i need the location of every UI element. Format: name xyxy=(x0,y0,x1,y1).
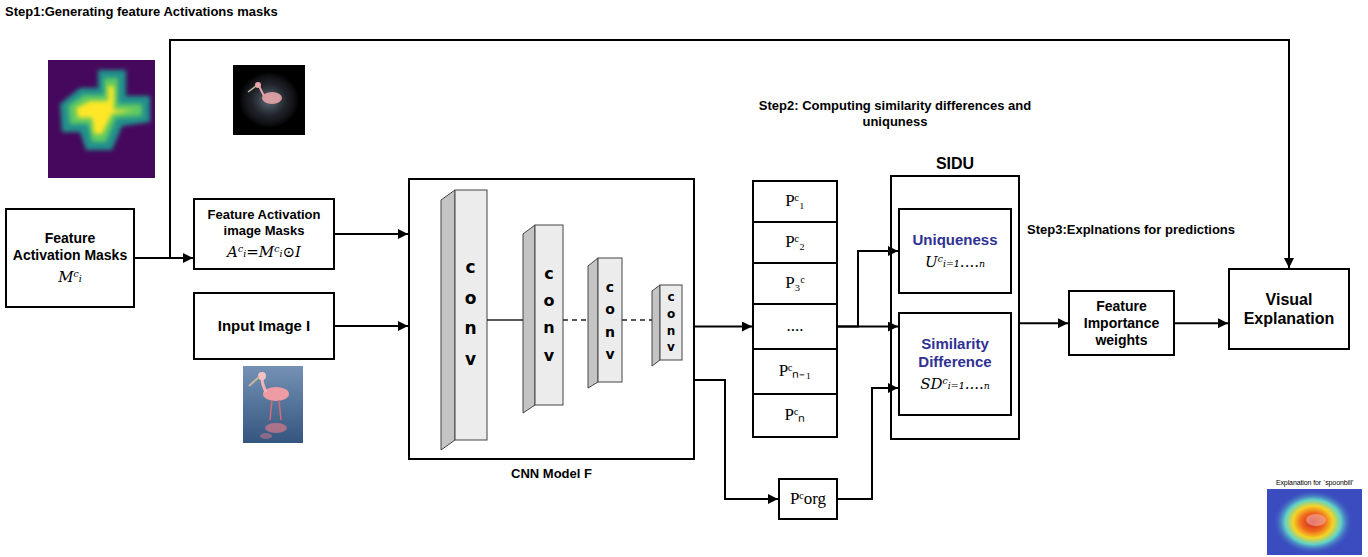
flow-arrow xyxy=(838,388,898,499)
masked-image xyxy=(262,92,282,104)
node-text: Mᶜᵢ xyxy=(58,268,82,286)
node-text: SDᶜᵢ₌₁....ₙ xyxy=(920,375,990,393)
conv-layers xyxy=(622,319,652,321)
masked-image xyxy=(248,86,256,92)
input-photo xyxy=(279,400,281,420)
heatmap-mask xyxy=(76,86,134,134)
layer-label: conv xyxy=(541,260,557,369)
heatmap-mask xyxy=(48,60,155,178)
heatmap-mask xyxy=(68,78,142,142)
process-box: Feature Activation image MasksAᶜᵢ=Mᶜᵢ⊙I xyxy=(193,198,335,270)
flow-arrow xyxy=(335,325,408,327)
input-photo xyxy=(265,423,287,433)
node-text: Uniqueness xyxy=(912,231,997,249)
metric-box: Similarity DifferenceSDᶜᵢ₌₁....ₙ xyxy=(898,312,1012,416)
step-label: Step3:Explnations for predictions xyxy=(1027,222,1277,238)
explanation-heatmap xyxy=(1267,478,1362,555)
node-text: Uᶜᵢ₌₁....ₙ xyxy=(925,253,985,271)
masked-image xyxy=(233,65,305,135)
heatmap-mask xyxy=(48,60,155,178)
prediction-box: Pᶜₙ₋₁ xyxy=(752,348,838,395)
flow-arrow xyxy=(695,326,752,328)
layer-label: conv xyxy=(603,276,617,366)
node-text: SIDU xyxy=(892,154,1018,173)
image-caption: Explanation for `spoonbill' xyxy=(1267,479,1362,488)
node-text: Similarity Difference xyxy=(905,335,1005,371)
input-photo xyxy=(249,377,259,386)
conv-layers xyxy=(563,319,588,321)
explanation-heatmap xyxy=(1273,490,1353,554)
conv-layers xyxy=(598,258,622,382)
node-text: CNN Model F xyxy=(410,466,693,482)
node-text: Input Image I xyxy=(218,317,311,335)
flow-arrow xyxy=(1020,322,1068,324)
node-text: Pᶜorg xyxy=(790,489,826,509)
prediction-box: Pᶜ₂ xyxy=(752,221,838,264)
step-label: Step2: Computing similarity differences … xyxy=(745,98,1045,131)
explanation-heatmap xyxy=(1267,478,1362,555)
connectors xyxy=(135,40,1289,499)
input-photo xyxy=(243,366,303,443)
flow-arrow xyxy=(838,326,898,328)
conv-layers xyxy=(588,258,598,388)
prediction-box: Pᶜ₁ xyxy=(752,180,838,223)
step-label: Step1:Generating feature Activations mas… xyxy=(5,4,425,20)
layer-label: conv xyxy=(462,252,479,374)
masked-image xyxy=(239,72,299,128)
node-text: Pᶜ₁ xyxy=(785,191,805,211)
node-text: Aᶜᵢ=Mᶜᵢ⊙I xyxy=(227,243,301,261)
node-text: Pᶜₙ xyxy=(785,405,806,425)
node-text: Feature Activation Masks xyxy=(12,230,128,264)
flow-arrow xyxy=(335,233,408,235)
metric-box: UniquenessUᶜᵢ₌₁....ₙ xyxy=(898,208,1012,294)
prediction-box: Pᶜₙ xyxy=(752,393,838,438)
node-text: .... xyxy=(787,316,804,336)
input-photo xyxy=(270,400,272,420)
node-text: P₃ᶜ xyxy=(785,273,805,293)
input-photo xyxy=(258,372,266,380)
input-box: Input Image I xyxy=(193,292,335,360)
prediction-box: .... xyxy=(752,303,838,350)
conv-layers xyxy=(441,190,455,450)
group-box: SIDUUniquenessUᶜᵢ₌₁....ₙSimilarity Diffe… xyxy=(890,175,1020,440)
conv-layers xyxy=(487,319,523,321)
conv-layers xyxy=(523,225,535,413)
node-text: Feature Importance weights xyxy=(1075,298,1168,348)
input-photo xyxy=(262,378,266,392)
masked-image xyxy=(259,86,264,96)
explanation-heatmap xyxy=(1306,514,1326,526)
conv-layers xyxy=(455,190,487,440)
masked-image xyxy=(233,65,305,135)
explanation-heatmap xyxy=(1267,489,1362,555)
node-text: Pᶜₙ₋₁ xyxy=(779,361,812,381)
masked-image xyxy=(255,82,261,88)
input-photo xyxy=(260,433,272,439)
input-photo xyxy=(243,366,303,443)
conv-layers xyxy=(441,190,682,450)
prediction-box: P₃ᶜ xyxy=(752,262,838,305)
node-text: Feature Activation image Masks xyxy=(200,207,328,238)
layer-label: conv xyxy=(665,289,677,356)
prediction-box: Pᶜorg xyxy=(778,478,838,520)
flow-arrow xyxy=(1175,322,1228,324)
input-photo xyxy=(263,387,289,401)
output-box: Visual Explanation xyxy=(1228,268,1350,350)
process-box: Feature Importance weights xyxy=(1068,290,1175,356)
node-text: Visual Explanation xyxy=(1235,290,1343,328)
input-box: Feature Activation MasksMᶜᵢ xyxy=(5,208,135,308)
node-text: Pᶜ₂ xyxy=(785,232,805,252)
conv-layers xyxy=(660,285,682,360)
heatmap-mask xyxy=(60,70,150,150)
conv-layers xyxy=(535,225,563,405)
conv-layers xyxy=(652,285,660,366)
flow-arrow xyxy=(838,251,898,327)
